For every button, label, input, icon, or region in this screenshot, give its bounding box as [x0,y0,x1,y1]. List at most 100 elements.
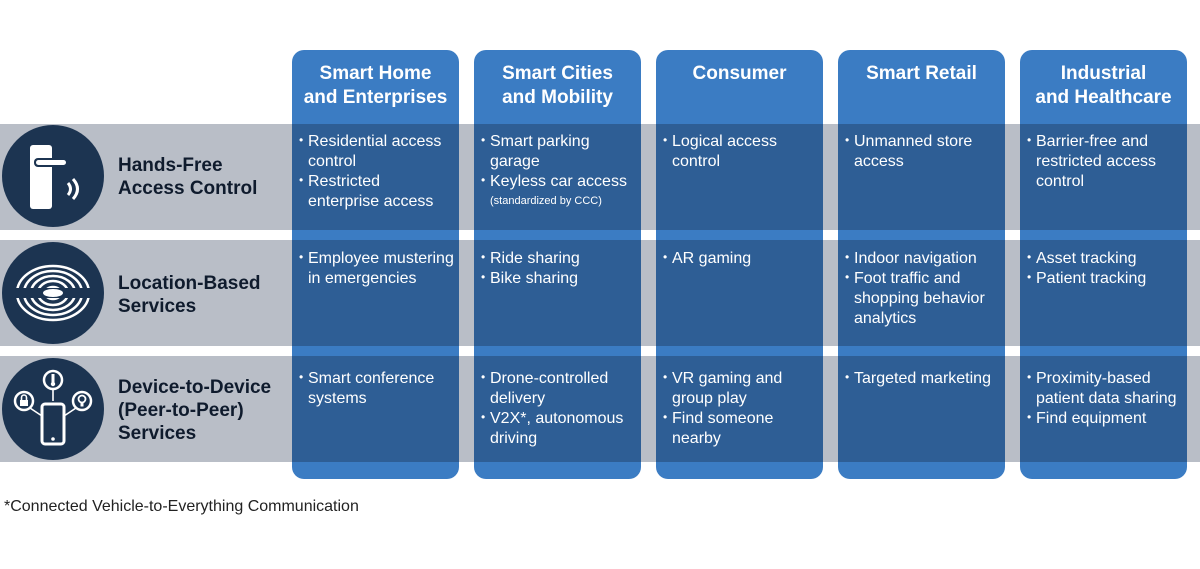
bullet-item: •Residential access control [299,132,455,172]
bullet-marker: • [1027,270,1032,284]
cell-r1: • AR gaming [656,240,823,346]
cell-r2: • Drone-controlled delivery • V2X*, autonom… [474,356,641,462]
bullet-text: V2X*, autonomous driving [490,410,624,447]
row-label-access: Hands-Free Access Control [118,154,257,200]
bullet-marker: • [481,410,486,424]
bullet-item: • Asset tracking [1027,249,1183,269]
column-header: Smart Cities and Mobility [474,50,641,124]
cell-list: • Drone-controlled delivery • V2X*, autonom… [481,369,637,449]
bullet-text: Find someone nearby [672,410,774,447]
column-header: Industrial and Healthcare [1020,50,1187,124]
bullet-marker: • [663,250,668,264]
column-smart-retail: Smart Retail • Unmanned store access • Ind… [838,50,1005,479]
bullet-item: • Foot traffic and shopping behavior anal… [845,269,1001,329]
bullet-item: •Restricted enterprise access [299,172,455,212]
bullet-item: •Bike sharing [481,269,637,289]
bullet-marker: • [845,133,850,147]
bullet-marker: • [299,250,304,264]
bullet-item: •Smart conference systems [299,369,455,409]
row-label-line: Location-Based [118,273,261,294]
cell-list: • Asset tracking •Patient tracking [1027,249,1183,289]
bullet-marker: • [299,370,304,384]
bullet-marker: • [663,133,668,147]
bullet-marker: • [663,370,668,384]
row-label-line: Services [118,296,197,317]
cell-r1: • Employee mustering in emergencies [292,240,459,346]
cell-r0: • Logical access control [656,124,823,230]
bullet-marker: • [481,173,486,187]
bullet-item: • Drone-controlled delivery [481,369,637,409]
bullet-item: • Unmanned store access [845,132,1001,172]
cell-r0: •Residential access control•Restricted e… [292,124,459,230]
row-label-location: Location-Based Services [118,272,261,318]
cell-r2: • Targeted marketing [838,356,1005,462]
bullet-item: •Keyless car access [481,172,637,192]
cell-r2: • VR gaming and group play • Find someone n… [656,356,823,462]
bullet-marker: • [481,250,486,264]
bullet-text: Foot traffic and shopping behavior analy… [854,270,985,327]
bullet-text: Proximity-based patient data sharing [1036,370,1177,407]
column-header: Smart Home and Enterprises [292,50,459,124]
bullet-item: • Find equipment [1027,409,1183,429]
bullet-item: • VR gaming and group play [663,369,819,409]
bullet-text: Drone-controlled delivery [490,370,609,407]
cell-list: • AR gaming [663,249,819,269]
bullet-text: Barrier-free and restricted access contr… [1036,133,1157,190]
bullet-text: AR gaming [672,250,752,267]
bullet-marker: • [663,410,668,424]
row-label-p2p: Device-to-Device (Peer-to-Peer) Services [118,376,271,445]
bullet-text: Unmanned store access [854,133,973,170]
cell-list: • Ride sharing •Bike sharing [481,249,637,289]
cell-r1: • Ride sharing •Bike sharing [474,240,641,346]
column-header-line: Smart Retail [866,63,977,84]
row-label-line: Services [118,423,197,444]
bullet-marker: • [845,370,850,384]
bullet-item: • Find someone nearby [663,409,819,449]
cell-list: • Employee mustering in emergencies [299,249,455,289]
cell-r1: • Indoor navigation • Foot traffic and shop… [838,240,1005,346]
column-smart-home: Smart Home and Enterprises •Residential … [292,50,459,479]
column-industrial: Industrial and Healthcare • Barrier-free … [1020,50,1187,479]
bullet-item: • Employee mustering in emergencies [299,249,455,289]
bullet-marker: • [845,270,850,284]
bullet-item: • Smart parking garage [481,132,637,172]
bullet-text: Ride sharing [490,250,580,267]
column-smart-cities: Smart Cities and Mobility • Smart parking… [474,50,641,479]
column-consumer: Consumer • Logical access control • AR gam… [656,50,823,479]
bullet-marker: • [481,270,486,284]
bullet-marker: • [845,250,850,264]
bullet-text: Indoor navigation [854,250,977,267]
bullet-marker: • [1027,410,1032,424]
bullet-text: Residential access control [308,133,442,170]
bullet-text: Find equipment [1036,410,1147,427]
bullet-marker: • [1027,250,1032,264]
cell-list: • Logical access control [663,132,819,172]
row-label-line: (Peer-to-Peer) [118,400,244,421]
bullet-item: • V2X*, autonomous driving [481,409,637,449]
cell-r1: • Asset tracking •Patient tracking [1020,240,1187,346]
cell-list: • Targeted marketing [845,369,1001,389]
cell-r2: •Smart conference systems [292,356,459,462]
bullet-text: VR gaming and group play [672,370,783,407]
cell-list: • Indoor navigation • Foot traffic and shop… [845,249,1001,329]
bullet-text: Employee mustering in emergencies [308,250,454,287]
bullet-text: Asset tracking [1036,250,1137,267]
column-header: Smart Retail [838,50,1005,124]
bullet-marker: • [481,133,486,147]
bullet-text: Logical access control [672,133,777,170]
cell-list: •Residential access control•Restricted e… [299,132,455,212]
column-header-line: and Mobility [502,87,613,108]
bullet-marker: • [481,370,486,384]
bullet-text: Restricted enterprise access [308,173,434,210]
bullet-item: •Patient tracking [1027,269,1183,289]
row-label-line: Device-to-Device [118,377,272,398]
bullet-text: Smart parking garage [490,133,590,170]
column-header: Consumer [656,50,823,124]
bullet-item: • Indoor navigation [845,249,1001,269]
footnote: *Connected Vehicle-to-Everything Communi… [4,498,359,515]
bullet-text: Targeted marketing [854,370,991,387]
column-header-line: Smart Home [319,63,432,84]
cell-note: (standardized by CCC) [490,195,602,207]
cell-r0: • Unmanned store access [838,124,1005,230]
cell-list: • VR gaming and group play • Find someone n… [663,369,819,449]
